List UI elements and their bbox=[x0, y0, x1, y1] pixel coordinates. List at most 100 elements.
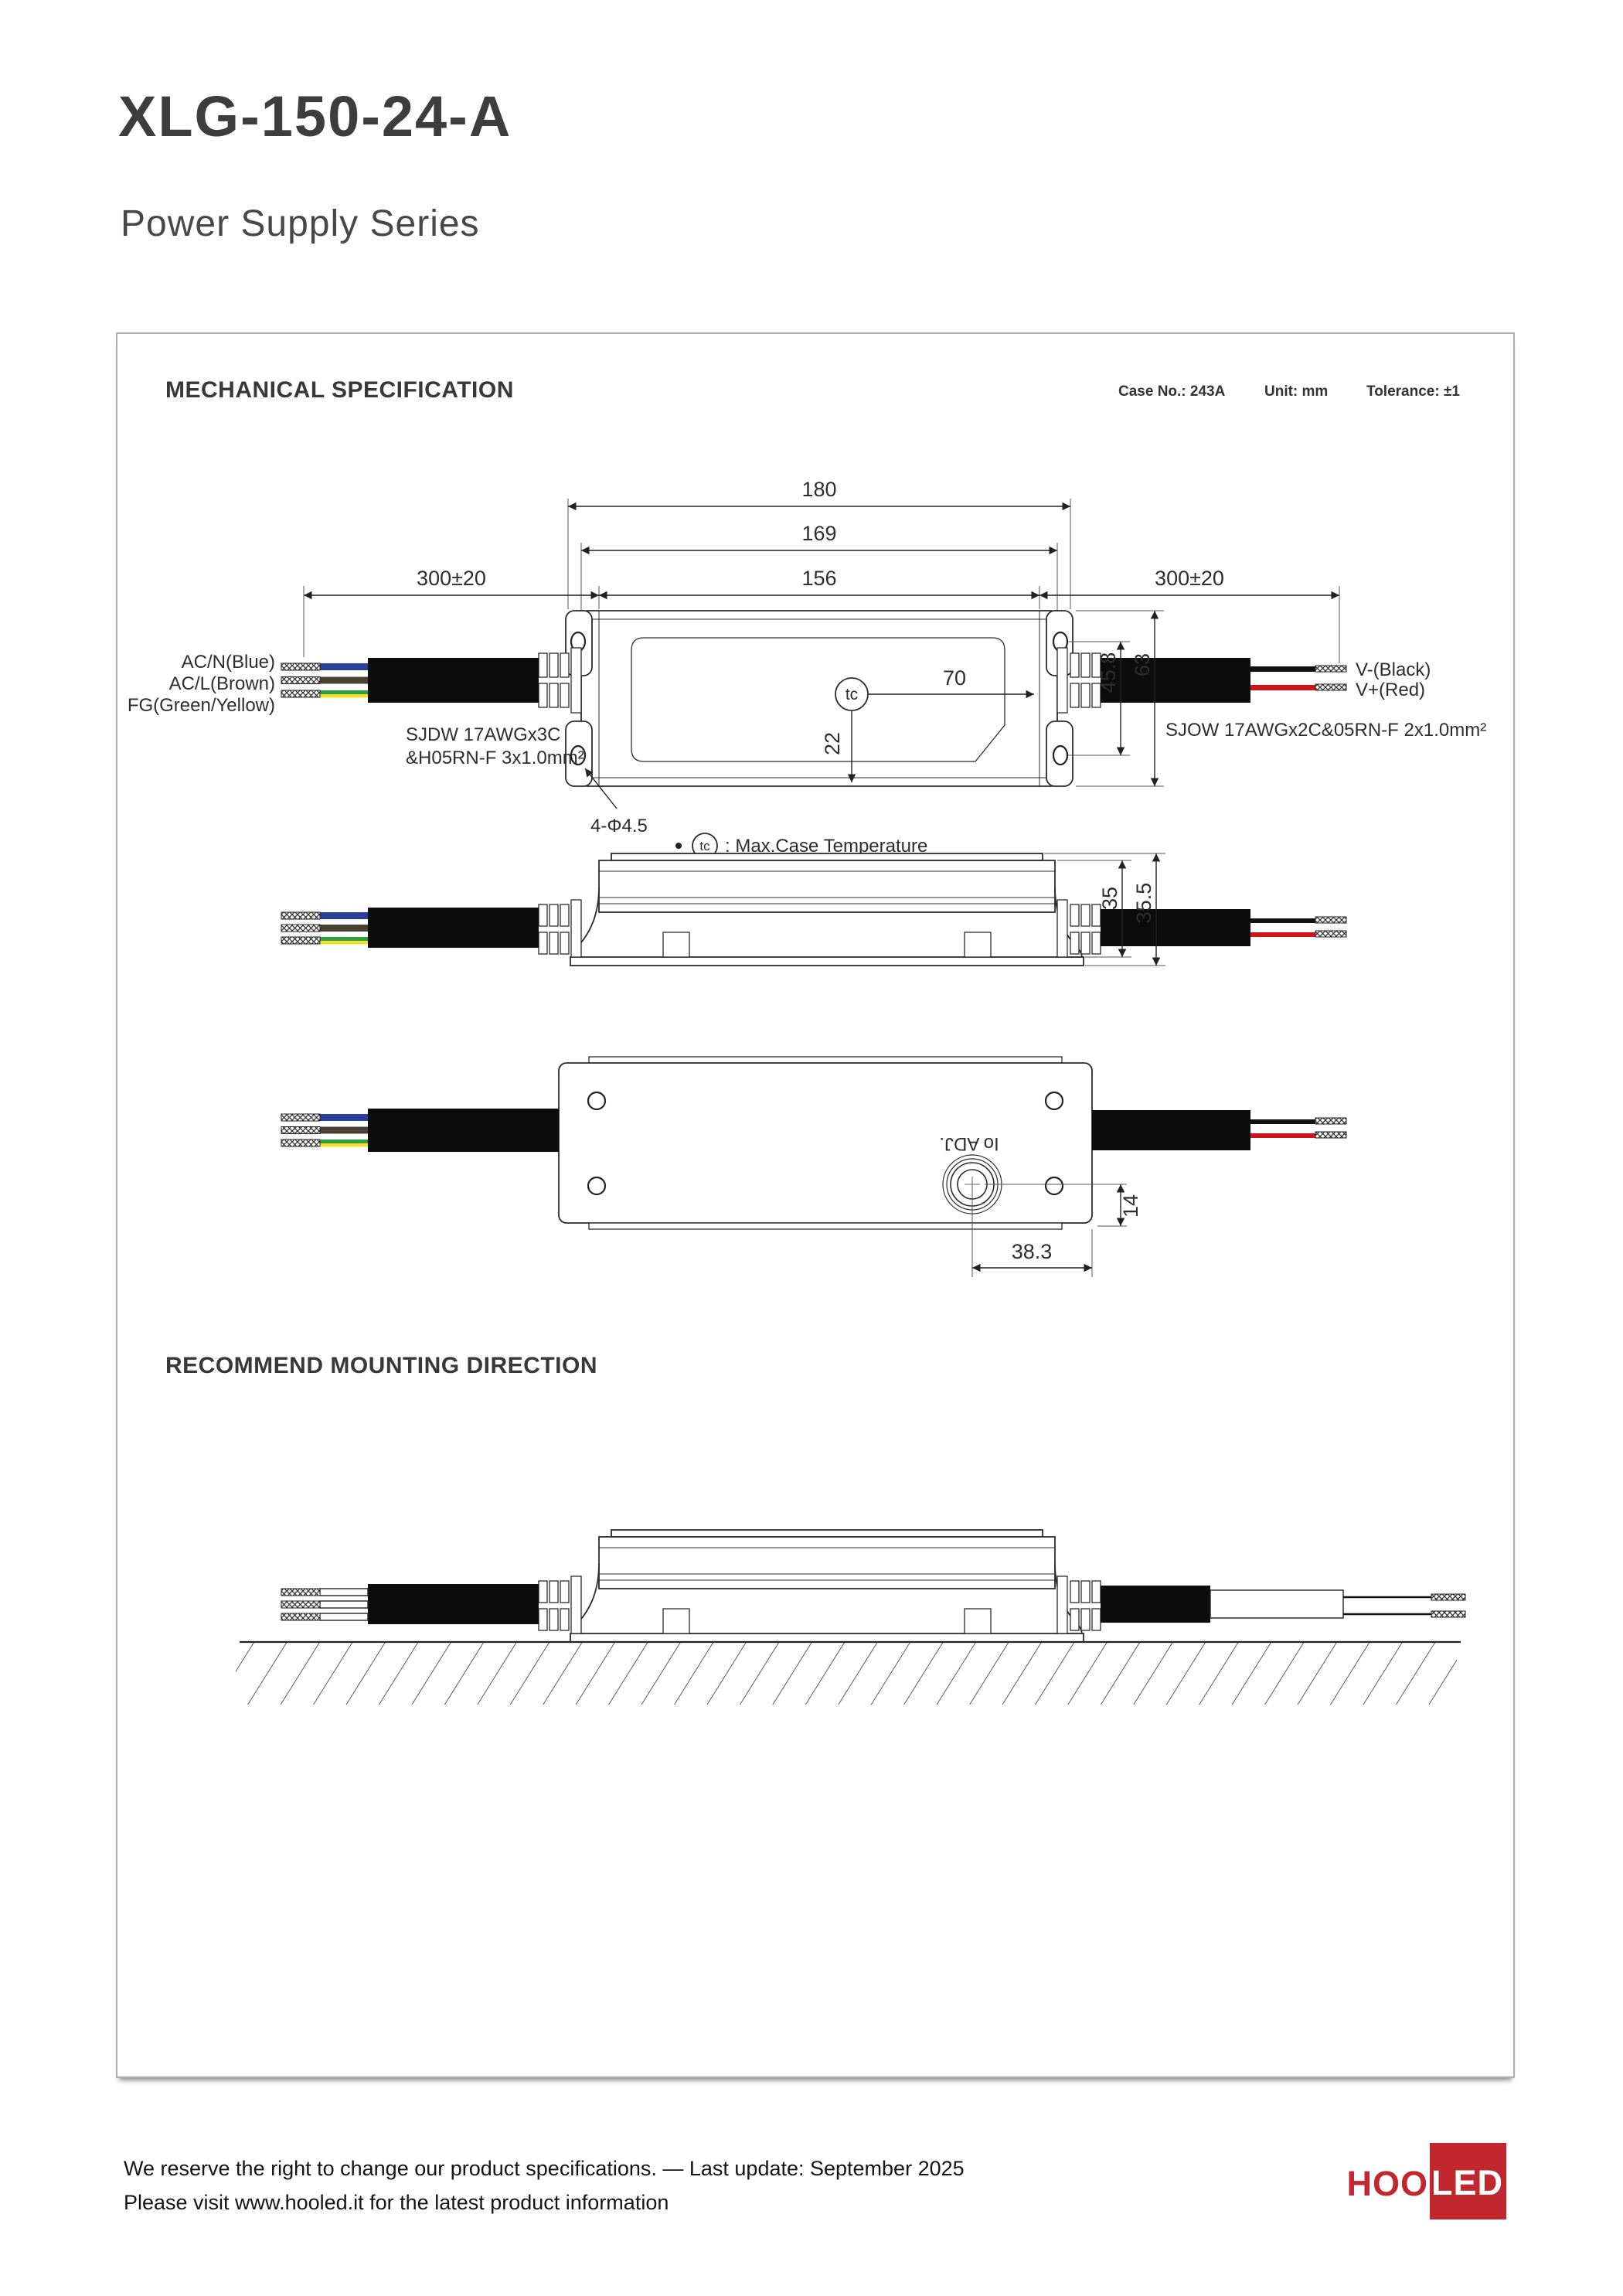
ground-hatching bbox=[236, 1643, 1457, 1705]
dim-35: 35 bbox=[1098, 887, 1121, 910]
wire-brown bbox=[320, 925, 368, 932]
wire-tip bbox=[1315, 683, 1347, 691]
wire-vplus bbox=[1250, 1133, 1315, 1138]
wire-label-vminus: V-(Black) bbox=[1356, 659, 1431, 680]
input-cable bbox=[368, 1584, 539, 1624]
bottom-view-drawing: Io ADJ. 14 38.3 bbox=[281, 1056, 1347, 1277]
dim-70: 70 bbox=[943, 666, 966, 690]
wire-tip bbox=[281, 1588, 321, 1596]
top-view-drawing: 180 169 156 300±20 300±20 bbox=[128, 478, 1486, 859]
wire-tip bbox=[281, 936, 321, 945]
hole-note: 4-Φ4.5 bbox=[590, 816, 648, 836]
base-plate bbox=[570, 1633, 1084, 1643]
output-cable bbox=[1101, 658, 1250, 703]
footer-line-1: We reserve the right to change our produ… bbox=[124, 2157, 965, 2180]
wire-tip bbox=[1315, 1131, 1347, 1139]
case-number: Case No.: 243A bbox=[1118, 383, 1226, 400]
wire bbox=[319, 1600, 369, 1609]
wire-green bbox=[320, 1139, 368, 1143]
cable-gland-right bbox=[1056, 647, 1101, 714]
dim-156: 156 bbox=[801, 567, 836, 590]
wire-tip bbox=[281, 690, 321, 698]
wire-label-acn: AC/N(Blue) bbox=[182, 652, 275, 673]
footer-line-2: Please visit www.hooled.it for the lates… bbox=[124, 2191, 669, 2214]
wire-tip bbox=[281, 911, 321, 920]
wire-vminus bbox=[1250, 918, 1315, 923]
wire-blue bbox=[320, 912, 368, 919]
output-cable bbox=[1092, 1110, 1250, 1150]
wire bbox=[319, 1588, 369, 1596]
io-adj-label: Io ADJ. bbox=[939, 1133, 999, 1154]
wire-tip bbox=[1315, 1117, 1347, 1125]
wire-green bbox=[320, 937, 368, 941]
output-cable bbox=[1101, 1586, 1210, 1623]
screw-hole bbox=[1044, 1091, 1064, 1111]
wire-vminus bbox=[1250, 666, 1315, 672]
wire bbox=[319, 1613, 369, 1621]
tc-circle bbox=[835, 677, 869, 711]
hooled-logo-text: HOO bbox=[1346, 2164, 1428, 2203]
foot bbox=[662, 932, 690, 958]
wire-label-acl: AC/L(Brown) bbox=[169, 673, 275, 694]
base-plate bbox=[570, 956, 1084, 966]
dim-38-3: 38.3 bbox=[1012, 1240, 1053, 1263]
wire-brown bbox=[320, 1126, 368, 1134]
dim-63: 63 bbox=[1131, 653, 1154, 676]
screw-hole bbox=[1044, 1176, 1064, 1196]
cable-gland-right bbox=[1056, 1576, 1101, 1634]
input-cable bbox=[368, 908, 539, 948]
bullet bbox=[675, 843, 682, 849]
wire-brown bbox=[320, 676, 368, 684]
wire-tip bbox=[1431, 1610, 1466, 1618]
tc-symbol: tc bbox=[846, 686, 858, 703]
input-cable-spec-2: &H05RN-F 3x1.0mm² bbox=[406, 748, 584, 768]
wire-tip bbox=[281, 1113, 321, 1122]
mounting-hole bbox=[1052, 744, 1069, 766]
foot bbox=[662, 1608, 690, 1634]
screw-hole bbox=[587, 1091, 607, 1111]
wire-vplus bbox=[1250, 932, 1315, 937]
tolerance-label: Tolerance: ±1 bbox=[1366, 383, 1460, 400]
wire-tip bbox=[281, 924, 321, 932]
page-title: XLG-150-24-A bbox=[118, 84, 512, 148]
wire-tip bbox=[281, 676, 321, 684]
wire-vplus bbox=[1250, 685, 1315, 690]
wire-tip bbox=[1315, 916, 1347, 924]
wire-yellow bbox=[320, 1143, 368, 1147]
side-view-drawing: 35 35.5 bbox=[281, 853, 1347, 966]
screw-hole bbox=[587, 1176, 607, 1196]
mechanical-spec-heading: MECHANICAL SPECIFICATION bbox=[165, 377, 514, 403]
dim-180: 180 bbox=[801, 478, 836, 501]
wire-tip bbox=[281, 1139, 321, 1147]
cable-gland-right bbox=[1056, 899, 1101, 958]
output-cable-spec: SJOW 17AWGx2C&05RN-F 2x1.0mm² bbox=[1165, 720, 1486, 741]
cable-gland-left bbox=[538, 899, 582, 958]
psu-body-bottom bbox=[558, 1062, 1093, 1224]
dim-35-5: 35.5 bbox=[1132, 883, 1155, 924]
input-cable bbox=[368, 1109, 559, 1152]
dim-right-cable: 300±20 bbox=[1155, 567, 1224, 590]
output-cable bbox=[1101, 909, 1250, 946]
mounting-direction-heading: RECOMMEND MOUNTING DIRECTION bbox=[165, 1353, 597, 1378]
wire-label-vplus: V+(Red) bbox=[1356, 680, 1425, 700]
tc-note-symbol: tc bbox=[699, 839, 710, 853]
label-area bbox=[631, 637, 1005, 762]
wire-yellow bbox=[320, 694, 368, 698]
wire-tip bbox=[281, 1613, 321, 1621]
wire-green bbox=[320, 690, 368, 694]
input-cable bbox=[368, 658, 539, 703]
mounting-view-drawing bbox=[236, 1529, 1466, 1705]
wire-tip bbox=[281, 1600, 321, 1609]
wire-tip bbox=[1431, 1593, 1466, 1601]
hooled-logo-box: LED bbox=[1430, 2143, 1506, 2219]
mounting-hole bbox=[570, 744, 587, 766]
dim-45-8: 45.8 bbox=[1097, 652, 1120, 693]
unit-label: Unit: mm bbox=[1264, 383, 1329, 400]
dim-22: 22 bbox=[821, 732, 844, 755]
wire-blue bbox=[320, 1114, 368, 1121]
dim-169: 169 bbox=[801, 522, 836, 545]
foot bbox=[964, 1608, 992, 1634]
wire-label-fg: FG(Green/Yellow) bbox=[128, 695, 275, 716]
